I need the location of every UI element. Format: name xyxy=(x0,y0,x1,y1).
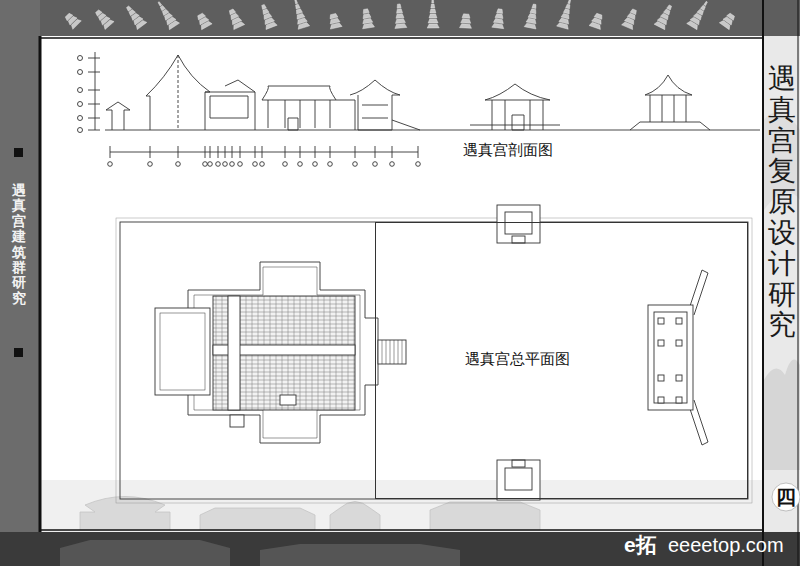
pagoda-icon xyxy=(654,3,676,30)
figure-title: 遇真宫剖面图 xyxy=(463,141,553,160)
watermark-logo: e拓 xyxy=(624,531,657,559)
pagoda-icon xyxy=(492,8,506,28)
pagoda-icon xyxy=(327,13,342,29)
plan-title: 遇真宫总平面图 xyxy=(465,350,570,369)
pagoda-icon xyxy=(290,0,310,29)
pagoda-icon xyxy=(195,12,212,30)
pagoda-icon xyxy=(687,0,712,30)
pagoda-icon xyxy=(123,3,147,29)
calligraphy-title: 遇真宫复原设计研究 xyxy=(768,64,796,341)
watermark: eeeetop.com xyxy=(668,534,784,557)
left-band xyxy=(0,0,40,566)
faded-buildings xyxy=(80,497,540,531)
side-panel xyxy=(762,0,800,566)
bottom-band xyxy=(0,532,800,566)
pagoda-icon xyxy=(459,14,472,29)
pagoda-icon xyxy=(360,8,375,29)
pagoda-icon xyxy=(93,7,115,29)
pagoda-icon xyxy=(63,11,81,29)
pagoda-icon xyxy=(557,0,576,29)
pagoda-icon xyxy=(257,3,277,30)
calligraphy-title: 遇真宫复原设计研究 xyxy=(768,64,796,341)
pagoda-icon xyxy=(154,0,180,30)
pagoda-icon xyxy=(589,12,605,29)
pagoda-icon xyxy=(622,7,640,29)
section-drawing xyxy=(78,52,761,166)
pagoda-icon xyxy=(427,0,440,28)
page-number: 四 xyxy=(776,484,796,511)
pagoda-icon xyxy=(226,7,245,29)
figure-title: 遇真宫剖面图 xyxy=(463,141,553,160)
side-title: 遇真宫建筑群研究 xyxy=(12,183,26,306)
watermark-logo: e拓 xyxy=(624,531,657,559)
pagoda-icon xyxy=(393,4,407,29)
side-title: 遇真宫建筑群研究 xyxy=(12,183,26,306)
page-number: 四 xyxy=(776,484,796,511)
pagoda-icon xyxy=(719,11,737,29)
plan-drawing xyxy=(116,205,752,503)
top-band xyxy=(0,0,800,36)
watermark: eeeetop.com xyxy=(668,534,784,557)
pagoda-icon xyxy=(524,3,540,29)
plan-courtyard: 遇真宫总平面图 xyxy=(375,222,748,499)
bottom-silhouettes xyxy=(60,540,460,566)
